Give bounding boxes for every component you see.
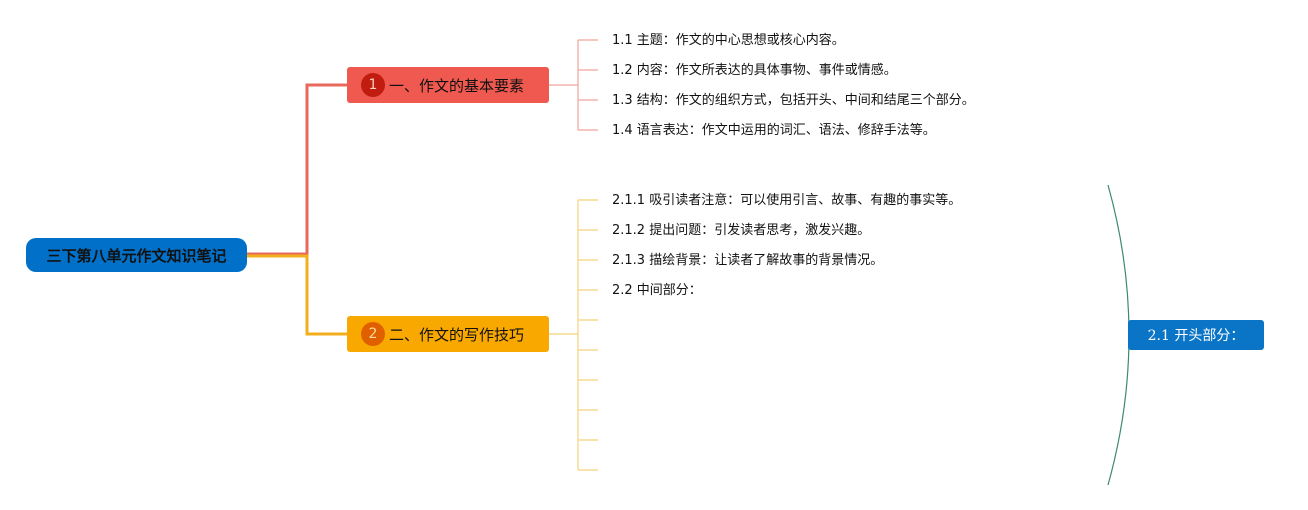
branch1-number-badge: 1 <box>361 73 385 97</box>
summary-topic[interactable]: 2.1 开头部分： <box>1128 320 1264 350</box>
branch2-leaf-3[interactable]: 2.1.3 描绘背景：让读者了解故事的背景情况。 <box>612 253 884 268</box>
connector-branch2-leaves <box>578 199 598 471</box>
branch1-leaf-3[interactable]: 1.3 结构：作文的组织方式，包括开头、中间和结尾三个部分。 <box>612 93 975 108</box>
branch1-topic[interactable]: 1 一、作文的基本要素 <box>347 67 549 103</box>
branch1-label: 一、作文的基本要素 <box>389 76 525 95</box>
summary-topic-label: 2.1 开头部分： <box>1147 328 1245 344</box>
root-topic[interactable]: 三下第八单元作文知识笔记 <box>26 238 247 272</box>
branch2-number-badge: 2 <box>361 322 385 346</box>
branch2-leaf-4[interactable]: 2.2 中间部分： <box>612 283 702 298</box>
connector-root-branch2 <box>247 254 347 336</box>
branch2-leaf-2[interactable]: 2.1.2 提出问题：引发读者思考，激发兴趣。 <box>612 223 871 238</box>
connector-root-branch1 <box>247 83 347 256</box>
branch1-leaf-1[interactable]: 1.1 主题：作文的中心思想或核心内容。 <box>612 33 845 48</box>
connector-branch1-leaves <box>578 39 598 131</box>
branch1-leaf-4[interactable]: 1.4 语言表达：作文中运用的词汇、语法、修辞手法等。 <box>612 123 936 138</box>
root-topic-label: 三下第八单元作文知识笔记 <box>46 246 227 265</box>
branch1-leaf-2[interactable]: 1.2 内容：作文所表达的具体事物、事件或情感。 <box>612 63 897 78</box>
branch2-topic[interactable]: 2 二、作文的写作技巧 <box>347 316 549 352</box>
connector-branch2-stem <box>549 200 579 470</box>
branch2-leaf-1[interactable]: 2.1.1 吸引读者注意：可以使用引言、故事、有趣的事实等。 <box>612 193 962 208</box>
connector-branch1-stem <box>549 40 579 130</box>
branch2-label: 二、作文的写作技巧 <box>389 325 525 344</box>
summary-bracket <box>1107 184 1130 486</box>
